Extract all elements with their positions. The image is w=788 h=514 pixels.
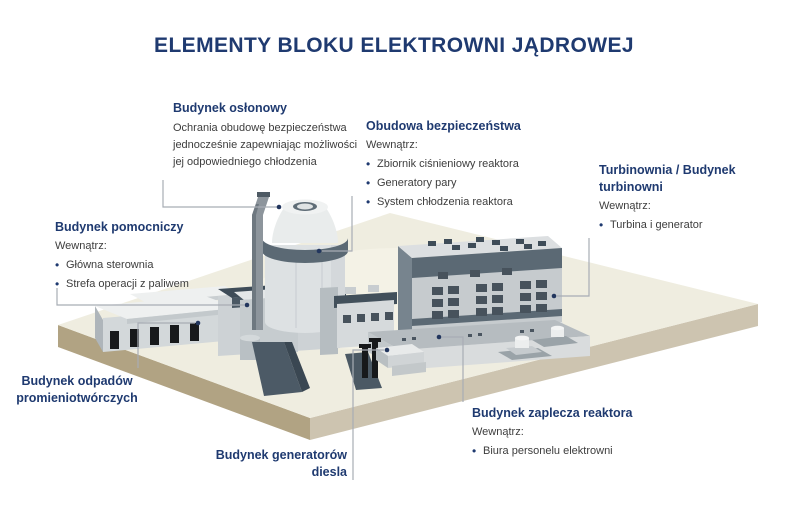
callout-obudowa-bezpieczenstwa: Obudowa bezpieczeństwa Wewnątrz: Zbiorni… <box>366 118 571 211</box>
callout-budynek-oslonowy: Budynek osłonowy Ochrania obudowę bezpie… <box>173 100 369 171</box>
list-item: Turbina i generator <box>599 217 771 234</box>
list-item: Biura personelu elektrowni <box>472 443 672 460</box>
callout-heading: Obudowa bezpieczeństwa <box>366 119 521 133</box>
callout-turbinownia: Turbinownia / Budynek turbinowni Wewnątr… <box>599 162 771 234</box>
ramps-and-tank <box>240 334 382 396</box>
inside-label: Wewnątrz: <box>55 239 107 252</box>
inside-label: Wewnątrz: <box>599 199 651 212</box>
callout-heading: Budynek generatorów diesla <box>215 448 347 479</box>
callout-heading: Budynek odpadów promieniotwórczych <box>16 374 138 405</box>
diesel-generator-building <box>359 338 426 378</box>
callout-heading: Budynek osłonowy <box>173 101 287 115</box>
callout-budynek-pomocniczy: Budynek pomocniczy Wewnątrz: Główna ster… <box>55 219 250 293</box>
list-item: Strefa operacji z paliwem <box>55 276 250 293</box>
callout-heading: Budynek pomocniczy <box>55 220 184 234</box>
callout-budynek-generatorow-diesla: Budynek generatorów diesla <box>200 447 347 484</box>
list-item: Główna sterownia <box>55 257 250 274</box>
roof-vents <box>428 237 546 251</box>
connector-dots <box>195 204 557 353</box>
callout-budynek-zaplecza: Budynek zaplecza reaktora Wewnątrz: Biur… <box>472 405 672 460</box>
waste-building <box>95 296 237 352</box>
connector-lines <box>56 180 590 480</box>
cooling-pads <box>498 325 578 360</box>
inside-label: Wewnątrz: <box>472 425 524 438</box>
callout-list: Główna sterownia Strefa operacji z paliw… <box>55 257 250 293</box>
list-item: Generatory pary <box>366 175 571 192</box>
callout-budynek-odpadow: Budynek odpadów promieniotwórczych <box>14 373 140 410</box>
callout-description: Ochrania obudowę bezpieczeństwa jednocze… <box>173 121 358 168</box>
list-item: Zbiornik ciśnieniowy reaktora <box>366 156 571 173</box>
callout-heading: Budynek zaplecza reaktora <box>472 406 633 420</box>
vent-stack <box>252 194 270 330</box>
callout-list: Zbiornik ciśnieniowy reaktora Generatory… <box>366 156 571 211</box>
callout-list: Turbina i generator <box>599 217 771 234</box>
callout-heading: Turbinownia / Budynek turbinowni <box>599 163 736 194</box>
callout-list: Biura personelu elektrowni <box>472 443 672 460</box>
inside-label: Wewnątrz: <box>366 138 418 151</box>
list-item: System chłodzenia reaktora <box>366 194 571 211</box>
page-title: ELEMENTY BLOKU ELEKTROWNI JĄDROWEJ <box>154 34 634 57</box>
turbine-hall-windows <box>432 268 547 319</box>
